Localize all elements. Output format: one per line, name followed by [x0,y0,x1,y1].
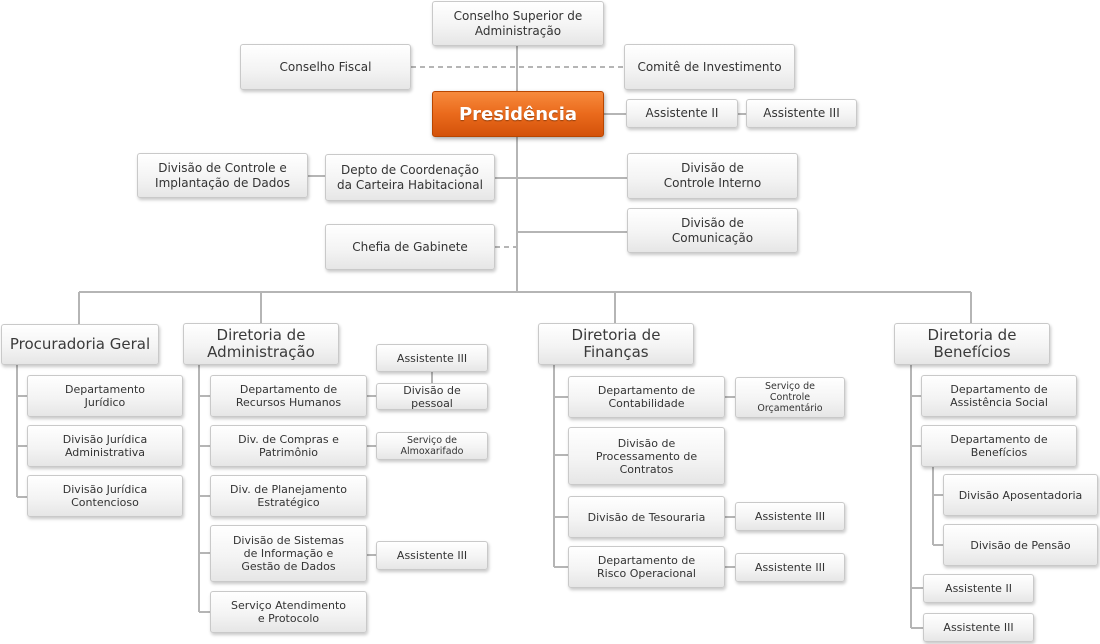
divisao-pessoal-box: Divisão de pessoal [376,383,488,410]
departamento-recursos-humanos-box: Departamento de Recursos Humanos [210,375,367,417]
departamento-juridico-box: Departamento Jurídico [27,375,183,417]
procuradoria-geral-box: Procuradoria Geral [1,324,159,365]
servico-atendimento-protocolo-box: Serviço Atendimento e Protocolo [210,591,367,633]
assistente-ii-beneficios-box: Assistente II [923,574,1034,603]
diretoria-administracao-box: Diretoria de Administração [183,323,339,365]
divisao-juridica-administrativa-box: Divisão Jurídica Administrativa [27,425,183,467]
divisao-controle-interno-box: Divisão de Controle Interno [627,153,798,199]
divisao-tesouraria-box: Divisão de Tesouraria [568,496,725,538]
assistente-iii-beneficios-box: Assistente III [923,613,1034,642]
departamento-beneficios-box: Departamento de Benefícios [921,425,1077,467]
depto-coordenacao-carteira-box: Depto de Coordenação da Carteira Habitac… [325,154,495,201]
departamento-contabilidade-box: Departamento de Contabilidade [568,376,725,418]
diretoria-beneficios-box: Diretoria de Benefícios [894,323,1050,365]
comite-investimento-box: Comitê de Investimento [624,44,795,90]
servico-almoxarifado-box: Serviço de Almoxarifado [376,432,488,460]
assistente-ii-presidencia-box: Assistente II [626,99,738,128]
departamento-assistencia-social-box: Departamento de Assistência Social [921,375,1077,417]
divisao-aposentadoria-box: Divisão Aposentadoria [943,474,1098,516]
servico-controle-orcamentario-box: Serviço de Controle Orçamentário [735,377,845,418]
divisao-planejamento-estrategico-box: Div. de Planejamento Estratégico [210,475,367,517]
conselho-superior-box: Conselho Superior de Administração [432,1,604,46]
divisao-juridica-contencioso-box: Divisão Jurídica Contencioso [27,475,183,517]
assistente-iii-sistemas-box: Assistente III [376,541,488,570]
assistente-iii-tesouraria-box: Assistente III [735,502,845,531]
diretoria-financas-box: Diretoria de Finanças [538,323,694,365]
divisao-processamento-contratos-box: Divisão de Processamento de Contratos [568,427,725,485]
divisao-pensao-box: Divisão de Pensão [943,524,1098,566]
divisao-sistemas-informacao-box: Divisão de Sistemas de Informação e Gest… [210,525,367,582]
assistente-iii-risco-box: Assistente III [735,553,845,582]
divisao-controle-implantacao-box: Divisão de Controle e Implantação de Dad… [137,153,308,198]
chefia-gabinete-box: Chefia de Gabinete [325,224,495,270]
departamento-risco-operacional-box: Departamento de Risco Operacional [568,546,725,588]
assistente-iii-administracao-box: Assistente III [376,344,488,372]
assistente-iii-presidencia-box: Assistente III [746,99,857,128]
presidencia-box: Presidência [432,91,604,137]
conselho-fiscal-box: Conselho Fiscal [240,44,411,90]
divisao-comunicacao-box: Divisão de Comunicação [627,208,798,253]
divisao-compras-patrimonio-box: Div. de Compras e Patrimônio [210,425,367,467]
